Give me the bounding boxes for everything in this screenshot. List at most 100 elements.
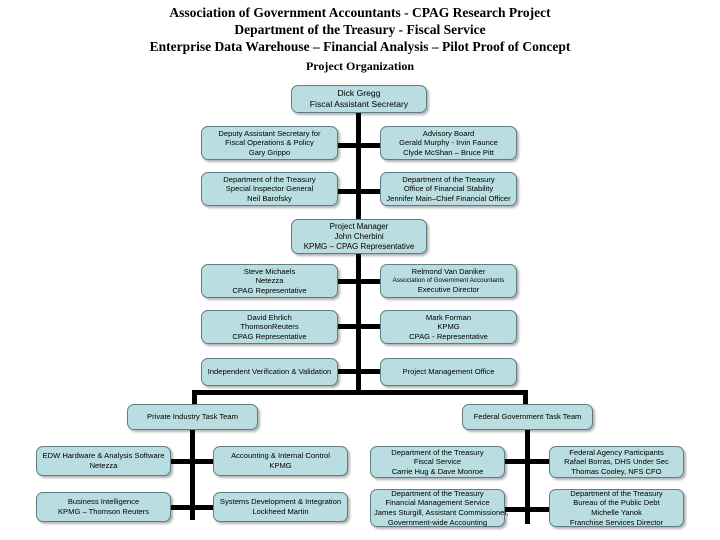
node-bureau-of-the-public-debt[interactable]: Department of the Treasury Bureau of the… <box>549 489 684 527</box>
connector-private-row2-left <box>170 505 192 510</box>
node-deputy-assistant-secretary[interactable]: Deputy Assistant Secretary for Fiscal Op… <box>201 126 338 160</box>
node-line: Department of the Treasury <box>402 174 495 184</box>
node-line: Rafael Borras, DHS Under Sec <box>564 457 669 467</box>
node-line: KPMG – CPAG Representative <box>303 241 415 251</box>
node-steve-michaels[interactable]: Steve Michaels Netezza CPAG Representati… <box>201 264 338 298</box>
node-line: Franchise Services Director <box>569 517 664 527</box>
node-line: Carrie Hug & Dave Monroe <box>391 466 484 476</box>
node-line: Dick Gregg <box>337 88 381 98</box>
node-line: Gerald Murphy - Irvin Faunce <box>399 138 498 148</box>
connector-private-trunk <box>190 428 195 520</box>
node-line: Private Industry Task Team <box>147 412 238 422</box>
node-line: Financial Management Service <box>385 498 490 508</box>
connector-taskteam-drop-left <box>192 390 197 405</box>
connector-row4-right <box>358 324 380 329</box>
node-line: Business Intelligence <box>67 497 140 507</box>
connector-private-row2-right <box>192 505 214 510</box>
node-advisory-board[interactable]: Advisory Board Gerald Murphy - Irvin Fau… <box>380 126 517 160</box>
node-line: KPMG – Thomson Reuters <box>57 507 150 516</box>
node-special-inspector-general[interactable]: Department of the Treasury Special Inspe… <box>201 172 338 206</box>
connector-row5-right <box>358 369 380 374</box>
node-line: Steve Michaels <box>243 266 296 276</box>
connector-row1-right <box>358 143 380 148</box>
node-line: Independent Verification & Validation <box>207 367 332 377</box>
node-david-ehrlich[interactable]: David Ehrlich ThomsonReuters CPAG Repres… <box>201 310 338 344</box>
node-business-intelligence[interactable]: Business Intelligence KPMG – Thomson Reu… <box>36 492 171 522</box>
node-line: Project Manager <box>329 221 389 231</box>
node-line: Deputy Assistant Secretary for <box>218 128 321 138</box>
node-line: Michelle Yanok <box>591 508 642 517</box>
connector-federal-row2-left <box>505 507 527 512</box>
connector-row5-left <box>336 369 358 374</box>
node-line: Accounting & Internal Control <box>231 451 330 461</box>
node-line: Special Inspector General <box>225 184 314 194</box>
node-line: Federal Government Task Team <box>473 412 582 422</box>
node-line: Executive Director <box>417 285 480 295</box>
connector-federal-row1-left <box>505 459 527 464</box>
node-dick-gregg[interactable]: Dick Gregg Fiscal Assistant Secretary <box>291 85 427 113</box>
node-line: Systems Development & Integration <box>219 497 342 507</box>
node-line: EDW Hardware & Analysis Software <box>42 451 165 461</box>
node-systems-development-integration[interactable]: Systems Development & Integration Lockhe… <box>213 492 348 522</box>
node-office-of-financial-stability[interactable]: Department of the Treasury Office of Fin… <box>380 172 517 206</box>
node-line: Advisory Board <box>422 128 475 138</box>
connector-federal-trunk <box>525 428 530 524</box>
connector-row1-left <box>336 143 358 148</box>
node-line: CPAG Representative <box>232 331 307 341</box>
node-line: David Ehrlich <box>247 312 292 322</box>
node-line: Federal Agency Participants <box>569 447 664 457</box>
node-line: ThomsonReuters <box>240 322 299 332</box>
node-line: Department of the Treasury <box>570 488 663 498</box>
node-line: Jennifer Main–Chief Financial Officer <box>386 193 511 203</box>
title-line-2: Department of the Treasury - Fiscal Serv… <box>234 22 486 37</box>
node-line: Project Management Office <box>402 367 495 377</box>
connector-federal-row1-right <box>527 459 549 464</box>
title-line-4: Project Organization <box>305 59 415 73</box>
node-line: CPAG Representative <box>232 285 307 295</box>
node-accounting-internal-control[interactable]: Accounting & Internal Control KPMG <box>213 446 348 476</box>
node-line: Netezza <box>89 461 118 470</box>
node-fiscal-service[interactable]: Department of the Treasury Fiscal Servic… <box>370 446 505 478</box>
node-line: Relmond Van Daniker <box>411 267 486 277</box>
node-project-manager[interactable]: Project Manager John Cherbini KPMG – CPA… <box>291 219 427 254</box>
node-relmond-van-daniker[interactable]: Relmond Van Daniker Association of Gover… <box>380 264 517 298</box>
node-line: Mark Forman <box>425 312 472 322</box>
node-federal-government-task-team[interactable]: Federal Government Task Team <box>462 404 593 430</box>
node-line: John Cherbini <box>334 231 384 241</box>
node-independent-verification-validation[interactable]: Independent Verification & Validation <box>201 358 338 386</box>
node-line: Fiscal Operations & Policy <box>225 138 314 148</box>
node-line: Netezza <box>255 276 284 286</box>
node-line: Bureau of the Public Debt <box>573 498 660 508</box>
title-line-3: Enterprise Data Warehouse – Financial An… <box>149 39 571 54</box>
node-federal-agency-participants[interactable]: Federal Agency Participants Rafael Borra… <box>549 446 684 478</box>
node-line: CPAG - Representative <box>409 331 488 341</box>
node-project-management-office[interactable]: Project Management Office <box>380 358 517 386</box>
node-edw-hardware-analysis-software[interactable]: EDW Hardware & Analysis Software Netezza <box>36 446 171 476</box>
node-line: Fiscal Service <box>413 457 462 467</box>
node-line: Office of Financial Stability <box>403 184 494 194</box>
connector-row3-right <box>358 279 380 284</box>
title-line-1: Association of Government Accountants - … <box>169 5 551 20</box>
node-line: Lockheed Martin <box>252 507 309 516</box>
connector-row2-left <box>336 189 358 194</box>
connector-taskteam-bar <box>192 390 528 395</box>
node-line: Association of Government Accountants <box>392 276 505 284</box>
node-line: Department of the Treasury <box>391 447 484 457</box>
connector-taskteam-drop-right <box>523 390 528 405</box>
node-line: Clyde McShan – Bruce Pitt <box>403 147 494 157</box>
node-line: Department of the Treasury <box>391 488 484 498</box>
node-mark-forman[interactable]: Mark Forman KPMG CPAG - Representative <box>380 310 517 344</box>
connector-row3-left <box>336 279 358 284</box>
connector-row2-right <box>358 189 380 194</box>
node-line: James Sturgill, Assistant Commissioner, <box>374 508 509 517</box>
connector-private-row1-right <box>192 459 214 464</box>
node-line: KPMG <box>437 322 460 332</box>
node-line: Government-wide Accounting <box>387 517 488 527</box>
chart-title-block: Association of Government Accountants - … <box>0 4 720 75</box>
node-financial-management-service[interactable]: Department of the Treasury Financial Man… <box>370 488 509 527</box>
node-line: Thomas Cooley, NFS CFO <box>571 466 662 476</box>
connector-private-row1-left <box>170 459 192 464</box>
node-private-industry-task-team[interactable]: Private Industry Task Team <box>127 404 258 430</box>
node-line: Fiscal Assistant Secretary <box>309 99 409 109</box>
